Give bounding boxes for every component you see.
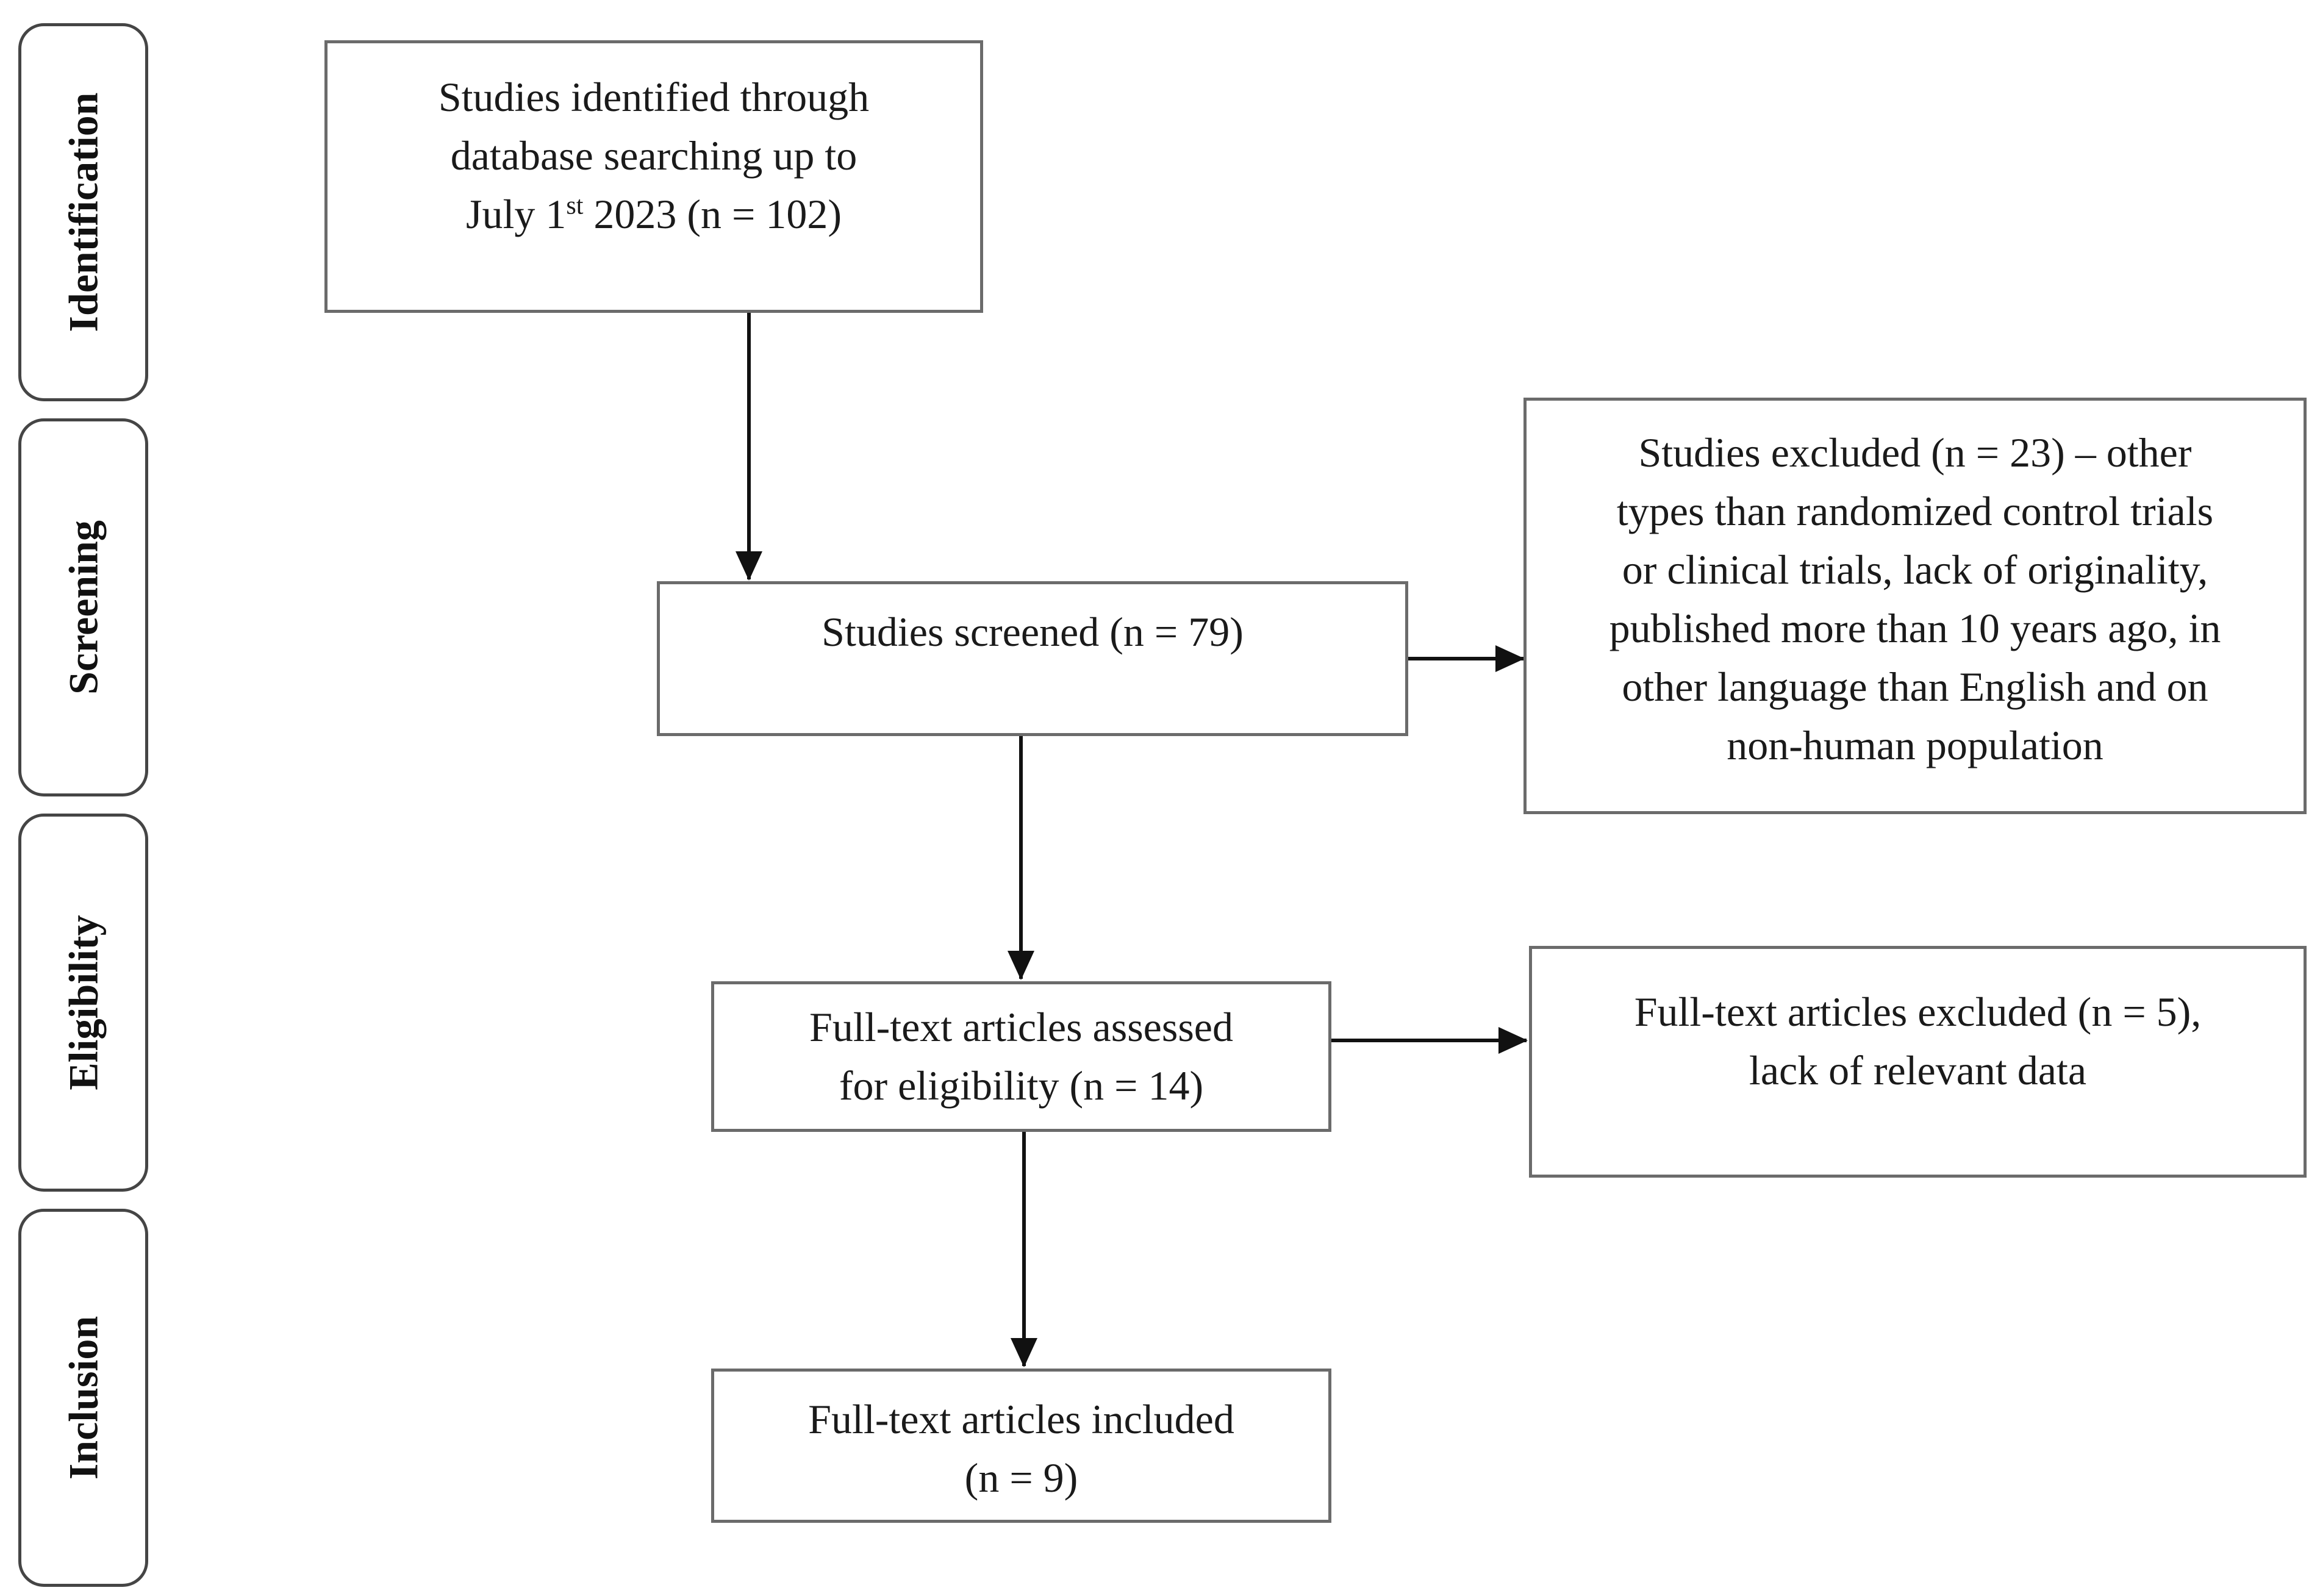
text-line: Full-text articles assessed xyxy=(809,1004,1233,1050)
text-line: Full-text articles included xyxy=(808,1396,1234,1442)
screened-text: Studies screened (n = 79) xyxy=(822,603,1244,733)
text-line: (n = 9) xyxy=(964,1455,1078,1501)
phase-identification: Identification xyxy=(18,23,148,401)
phase-screening: Screening xyxy=(18,418,148,796)
phase-eligibility: Eligibility xyxy=(18,814,148,1192)
eligibility-text: Full-text articles assessed for eligibili… xyxy=(809,998,1233,1129)
identified-line-2: database searching up to xyxy=(450,132,857,179)
box-studies-screened: Studies screened (n = 79) xyxy=(657,581,1408,736)
text-line: Studies excluded (n = 23) – other xyxy=(1638,429,2192,476)
identified-line-3: July 1st 2023 (n = 102) xyxy=(465,191,842,237)
phase-inclusion: Inclusion xyxy=(18,1209,148,1587)
text-line: for eligibility (n = 14) xyxy=(839,1062,1204,1109)
excluded-fulltext-text: Full-text articles excluded (n = 5), lack… xyxy=(1634,982,2202,1175)
box-studies-excluded: Studies excluded (n = 23) – other types t… xyxy=(1523,398,2307,814)
text-line: published more than 10 years ago, in xyxy=(1609,605,2221,651)
included-text: Full-text articles included (n = 9) xyxy=(808,1390,1234,1520)
box-fulltext-assessed: Full-text articles assessed for eligibili… xyxy=(711,981,1331,1132)
text-line: non-human population xyxy=(1727,722,2103,768)
text-line: Studies screened (n = 79) xyxy=(822,609,1244,655)
text-line: types than randomized control trials xyxy=(1616,488,2214,534)
text-line: or clinical trials, lack of originality, xyxy=(1622,546,2208,593)
box-fulltext-included: Full-text articles included (n = 9) xyxy=(711,1369,1331,1523)
box-records-identified: Studies identified through database sear… xyxy=(324,40,983,313)
identified-line-1: Studies identified through xyxy=(438,74,870,120)
box-fulltext-excluded: Full-text articles excluded (n = 5), lack… xyxy=(1529,946,2307,1178)
excluded-screening-text: Studies excluded (n = 23) – other types t… xyxy=(1609,423,2221,811)
text-line: Full-text articles excluded (n = 5), xyxy=(1634,989,2202,1035)
text-line: lack of relevant data xyxy=(1749,1047,2087,1093)
text-line: other language than English and on xyxy=(1622,664,2208,710)
